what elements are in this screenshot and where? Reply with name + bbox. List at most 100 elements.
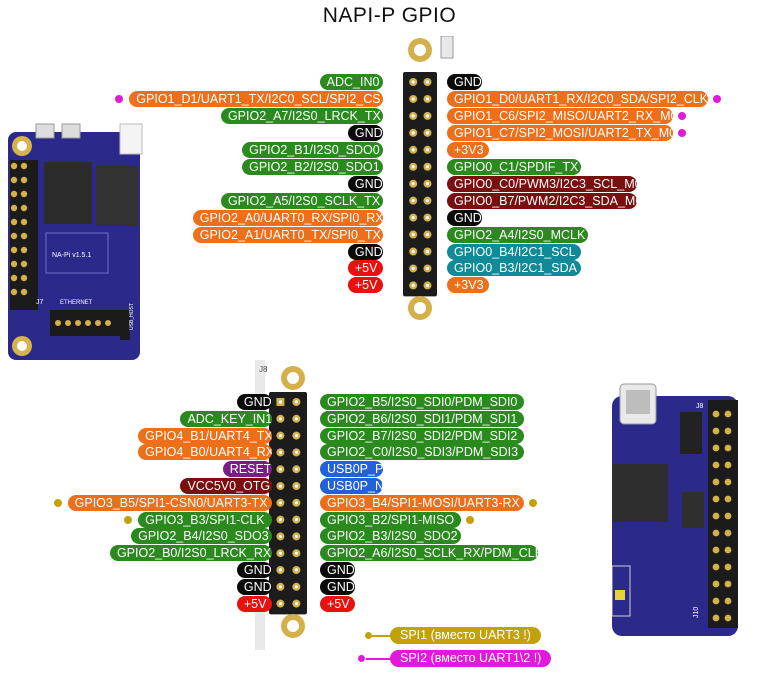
header-pin-hole	[278, 501, 282, 505]
header-pin-hole	[411, 216, 415, 220]
pin-label: +5V	[320, 595, 356, 612]
legend-spi2-line	[366, 658, 392, 660]
header-pin-hole	[411, 165, 415, 169]
pin-label: GPIO2_B3/I2S0_SDO2	[320, 528, 461, 545]
pin-label: VCC5V0_OTG1	[180, 478, 272, 494]
header-pin-hole	[425, 199, 430, 203]
header-pin-hole	[425, 97, 430, 101]
pin-label: GPIO2_B6/I2S0_SDI1/PDM_SDI1	[320, 410, 525, 427]
pin-label: GPIO2_A0/UART0_RX/SPI0_RX	[192, 209, 383, 226]
header-pin-hole	[411, 199, 415, 203]
pin-label: ADC_IN0	[319, 74, 383, 90]
header-pin-hole	[425, 182, 430, 186]
header-pin-hole	[425, 148, 430, 152]
header-pin-hole	[294, 585, 298, 589]
gnd-pin-label: GND	[236, 578, 272, 595]
header-pin-hole	[278, 568, 282, 572]
gnd-pin-label: GND	[447, 209, 483, 226]
header-pin-hole	[278, 417, 282, 421]
gnd-pin-label: GND	[347, 124, 383, 141]
header-pin-hole	[294, 400, 298, 404]
header-pin-hole	[278, 534, 282, 538]
gnd-pin-label: GND	[236, 562, 272, 578]
pin-label: GPIO3_B2/SPI1-MISO	[320, 511, 461, 528]
header-pin-hole	[294, 602, 298, 606]
board-image-left: NA-Pi v1.5.1 J7 ETHERNET USB_HOST	[8, 123, 143, 360]
pin-label: RESET	[222, 461, 272, 478]
header-pin-hole	[278, 450, 282, 454]
legend-spi1-dot	[365, 632, 372, 639]
header-pin-hole	[294, 434, 298, 438]
legend-spi2: SPI2 (вместо UART1\2 !)	[390, 650, 552, 667]
header-pin-hole	[425, 249, 430, 254]
header-pin-hole	[411, 131, 415, 135]
board-label-j8: J8	[259, 365, 268, 374]
usb-connector	[440, 36, 454, 59]
pin-label: GPIO1_C7/SPI2_MOSI/UART2_TX_M0	[447, 124, 673, 141]
gnd-pin-label: GND	[320, 578, 356, 595]
gnd-pin-label: GND	[347, 243, 383, 260]
gnd-pin-label: GND	[236, 394, 272, 410]
board-label-usb-host: USB_HOST	[129, 303, 135, 330]
header-pin-hole	[425, 283, 430, 287]
header-strip	[403, 72, 437, 297]
header-pin-hole	[294, 467, 298, 471]
pin-label: GPIO2_A6/I2S0_SCLK_RX/PDM_CLK	[320, 545, 539, 562]
board-label-j7: J7	[36, 299, 44, 306]
header-pin-hole	[294, 518, 298, 522]
spi-marker-dot	[529, 498, 538, 507]
gnd-pin-label: GND	[447, 74, 483, 90]
pin-label: GPIO0_C0/PWM3/I2C3_SCL_M0	[447, 175, 638, 192]
spi-marker-dot	[124, 515, 133, 524]
gnd-pin-label: GND	[320, 562, 356, 578]
header-pin-hole	[294, 484, 298, 488]
pin-label: GPIO2_B2/I2S0_SDO1	[242, 158, 383, 175]
header-pin-hole	[411, 114, 415, 118]
mount-hole-center	[287, 620, 299, 632]
spi-marker-dot	[115, 94, 124, 103]
header-pin-hole	[425, 80, 430, 84]
pin-label: +5V	[347, 277, 383, 294]
pin-label: GPIO3_B4/SPI1-MOSI/UART3-RX	[320, 494, 525, 511]
header-pin-hole	[278, 518, 282, 522]
pin-label: GPIO1_D1/UART1_TX/I2C0_SCL/SPI2_CS	[129, 90, 383, 107]
spi-marker-dot	[465, 515, 474, 524]
spi-marker-dot	[677, 111, 686, 120]
header-pin-hole	[411, 182, 415, 186]
legend-spi2-dot	[358, 655, 365, 662]
legend-spi1: SPI1 (вместо UART3 !)	[390, 627, 541, 644]
diagram-title: NAPI-P GPIO	[322, 4, 457, 27]
header-pin-hole	[411, 97, 415, 101]
pin-label: GPIO2_A4/I2S0_MCLK	[447, 226, 588, 243]
spi-marker-dot	[53, 498, 62, 507]
pin-label: +5V	[347, 260, 383, 277]
header-pin-hole	[294, 450, 298, 454]
header-pin-hole	[425, 131, 430, 135]
mount-hole-center	[414, 44, 426, 56]
pin-label: USB0P_P	[320, 461, 384, 478]
board-label-napi: NA-Pi v1.5.1	[52, 252, 91, 259]
header-pin-hole	[294, 417, 298, 421]
board-image-right: J8 J10	[612, 383, 738, 636]
pin-label: GPIO2_B4/I2S0_SDO3	[131, 528, 272, 545]
pin-label: ADC_KEY_IN1	[180, 410, 272, 427]
header-pin-hole	[294, 551, 298, 555]
pin-label: GPIO2_B0/I2S0_LRCK_RX	[109, 545, 272, 562]
pin-label: GPIO2_B5/I2S0_SDI0/PDM_SDI0	[320, 394, 525, 410]
pin-label: +3V3	[447, 141, 490, 158]
header-pin-hole	[294, 501, 298, 505]
header-pin-hole	[278, 551, 282, 555]
header-pin-hole	[425, 216, 430, 220]
pin-label: GPIO2_A1/UART0_TX/SPI0_TX	[192, 226, 383, 243]
top-header-image	[403, 36, 454, 320]
header-pin-hole	[411, 232, 415, 237]
pin-label: GPIO1_D0/UART1_RX/I2C0_SDA/SPI2_CLK	[447, 90, 708, 107]
pin-label: GPIO3_B3/SPI1-CLK	[138, 511, 272, 528]
gnd-pin-label: GND	[347, 175, 383, 192]
header-pin-hole	[278, 484, 282, 488]
board-label-j8-right: J8	[696, 403, 704, 410]
legend-spi1-line	[372, 635, 392, 637]
header-strip	[269, 392, 307, 615]
pin-label: +5V	[236, 595, 272, 612]
